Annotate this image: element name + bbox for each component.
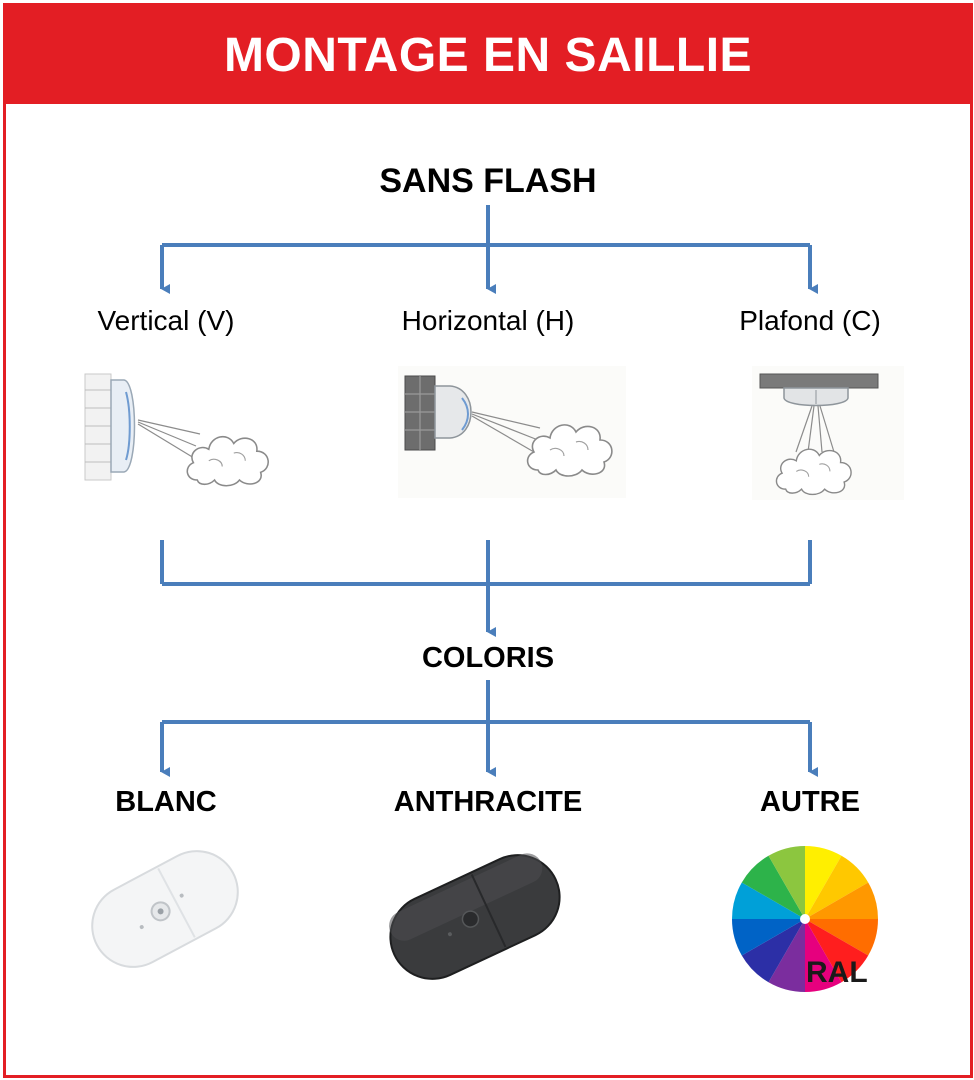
color-wheel-segment [768, 919, 805, 992]
color-wheel-segment [732, 919, 805, 956]
color-wheel-segment [768, 846, 805, 919]
color-wheel-segment [805, 882, 878, 919]
vertical-mount-diffuser-icon [84, 373, 270, 487]
mount-label-vertical: Vertical (V) [97, 305, 235, 336]
ceiling-mount-diffuser-icon [752, 366, 904, 500]
page-title: MONTAGE EN SAILLIE [6, 6, 970, 104]
coloris-label: COLORIS [421, 642, 555, 674]
horizontal-mount-diffuser-icon [398, 366, 626, 498]
mount-label-horizontal: Horizontal (H) [401, 305, 575, 336]
color-wheel-center [800, 914, 810, 924]
mount-label-plafond: Plafond (C) [739, 305, 881, 336]
ral-label: RAL [806, 956, 868, 989]
color-wheel-segment [805, 919, 878, 956]
color-wheel-segment [805, 855, 869, 919]
color-label-anthracite: ANTHRACITE [393, 786, 583, 818]
anthracite-device-icon [389, 853, 561, 980]
color-wheel-segment [732, 882, 805, 919]
color-wheel-segment [805, 919, 842, 992]
color-wheel-segment [805, 846, 842, 919]
white-device-icon [91, 850, 239, 968]
color-wheel-segment [741, 919, 805, 983]
color-wheel-icon [732, 846, 878, 992]
color-wheel-segment [805, 919, 869, 983]
color-wheel-segment [741, 855, 805, 919]
color-label-blanc: BLANC [115, 786, 217, 818]
root-label: SANS FLASH [379, 162, 597, 200]
color-label-autre: AUTRE [760, 786, 860, 818]
diagram-frame: MONTAGE EN SAILLIE [3, 3, 973, 1078]
